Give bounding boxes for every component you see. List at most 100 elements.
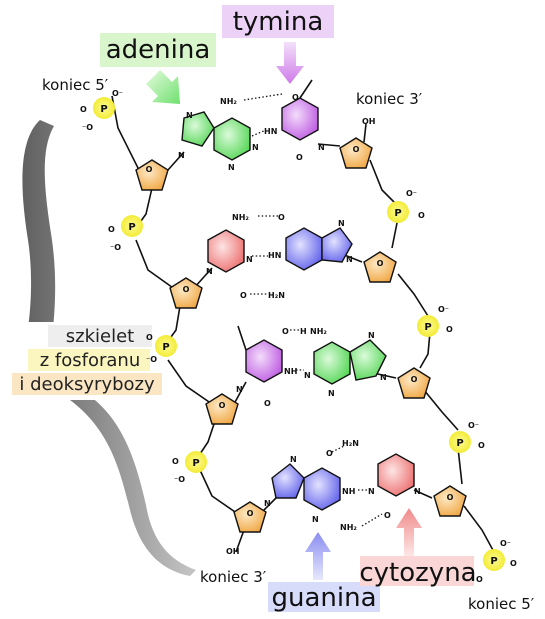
deoxyribose-sugar: O xyxy=(433,485,467,517)
cytosine-label-highlight xyxy=(360,556,474,586)
svg-text:O: O xyxy=(108,225,115,234)
adenine-label: adenina xyxy=(106,35,211,65)
svg-text:N: N xyxy=(368,487,375,496)
guanine-label-highlight xyxy=(268,582,380,612)
svg-text:O: O xyxy=(278,213,285,222)
cytosine-label: cytozyna xyxy=(359,558,476,588)
svg-text:P: P xyxy=(192,458,199,469)
adenine-arrow xyxy=(146,70,180,104)
adenine-base: N N N N NH₂ xyxy=(178,97,259,172)
svg-text:NH: NH xyxy=(284,367,297,376)
hydrogen-bond xyxy=(243,93,283,101)
svg-text:O⁻: O⁻ xyxy=(500,539,511,548)
phosphate-group: P O⁻ ⁻O O xyxy=(80,89,123,132)
svg-text:HN: HN xyxy=(268,251,281,260)
svg-text:NH₂: NH₂ xyxy=(220,97,237,106)
end3-top-label: koniec 3′ xyxy=(356,90,423,108)
svg-text:N: N xyxy=(380,373,387,382)
svg-text:O: O xyxy=(146,333,153,342)
svg-text:O⁻: O⁻ xyxy=(468,421,479,430)
backbone-label-line1-highlight xyxy=(48,325,152,347)
svg-text:P: P xyxy=(100,104,107,115)
phosphate-group: P O⁻ O O xyxy=(476,539,517,584)
svg-text:NH₂: NH₂ xyxy=(340,523,357,532)
guanine-base: O HN H₂N N N xyxy=(268,213,353,300)
svg-text:NH₂: NH₂ xyxy=(310,327,327,336)
svg-text:⁻O: ⁻O xyxy=(110,243,121,252)
svg-text:N: N xyxy=(178,151,185,160)
svg-text:N: N xyxy=(236,385,243,394)
svg-text:O: O xyxy=(219,401,226,410)
svg-text:N: N xyxy=(312,515,319,524)
svg-text:P: P xyxy=(162,342,169,353)
svg-text:⁻O: ⁻O xyxy=(146,355,157,364)
adenine-label-highlight xyxy=(100,33,216,67)
svg-text:O: O xyxy=(377,259,384,268)
phosphate-group: P O ⁻O xyxy=(108,215,143,252)
guanine-arrow xyxy=(305,532,331,580)
cytosine-base: H₂N N O N xyxy=(342,439,421,520)
svg-text:P: P xyxy=(394,208,401,219)
svg-text:H₂N: H₂N xyxy=(268,291,285,300)
svg-text:N: N xyxy=(228,163,235,172)
end5-bottom-label: koniec 5′ xyxy=(468,595,535,613)
svg-text:O: O xyxy=(478,441,485,450)
end5-top-label: koniec 5′ xyxy=(42,76,109,94)
svg-text:⁻O: ⁻O xyxy=(82,123,93,132)
deoxyribose-sugar: O xyxy=(397,367,431,399)
svg-text:O: O xyxy=(292,93,299,102)
deoxyribose-sugar: O xyxy=(363,251,397,283)
svg-text:O: O xyxy=(183,285,190,294)
svg-text:N: N xyxy=(368,331,375,340)
hydrogen-bond xyxy=(331,445,345,453)
svg-text:O: O xyxy=(264,399,271,408)
thymine-base: O NH O N xyxy=(236,325,297,408)
backbone-label-line2: z fosforanu xyxy=(40,350,141,371)
phosphate-group: P O ⁻O xyxy=(172,451,207,484)
svg-text:O: O xyxy=(353,145,360,154)
svg-text:N: N xyxy=(318,143,325,152)
svg-text:O⁻: O⁻ xyxy=(406,189,417,198)
thymine-base: O HN O N xyxy=(264,79,325,162)
backbone-label-line2-highlight xyxy=(28,349,150,371)
svg-text:N: N xyxy=(304,371,311,380)
guanine-base: N N N O NH NH₂ xyxy=(264,449,357,532)
svg-text:O: O xyxy=(447,493,454,502)
svg-text:H: H xyxy=(300,327,307,336)
svg-text:N: N xyxy=(252,143,259,152)
backbone-label-line3-highlight xyxy=(12,373,162,395)
svg-text:N: N xyxy=(186,111,193,120)
phosphate-group: P O ⁻O xyxy=(146,333,177,364)
left-strand-bonds xyxy=(111,95,277,553)
deoxyribose-sugar: O xyxy=(169,277,203,309)
backbone-label-line1: szkielet xyxy=(66,326,134,347)
deoxyribose-sugar: O xyxy=(205,393,239,425)
svg-text:O: O xyxy=(384,511,391,520)
svg-text:N: N xyxy=(338,219,345,228)
svg-text:O: O xyxy=(80,105,87,114)
svg-text:N: N xyxy=(264,499,271,508)
cytosine-arrow xyxy=(396,508,422,556)
phosphate-group: P O⁻ O xyxy=(449,421,485,453)
cytosine-base: NH₂ N O N xyxy=(206,213,253,300)
deoxyribose-sugar: O OH xyxy=(226,501,267,556)
svg-text:P: P xyxy=(490,556,497,567)
svg-text:O: O xyxy=(146,165,153,174)
svg-text:O: O xyxy=(172,457,179,466)
svg-text:O: O xyxy=(418,211,425,220)
thymine-label-highlight xyxy=(222,5,334,38)
svg-text:O: O xyxy=(446,325,453,334)
backbone-label-line3: i deoksyrybozy xyxy=(19,374,155,395)
svg-text:P: P xyxy=(456,438,463,449)
svg-text:O: O xyxy=(411,375,418,384)
svg-text:O⁻: O⁻ xyxy=(438,305,449,314)
svg-text:N: N xyxy=(414,487,421,496)
thymine-label: tymina xyxy=(233,7,324,37)
svg-text:NH: NH xyxy=(342,487,355,496)
svg-text:N: N xyxy=(328,389,335,398)
svg-text:N: N xyxy=(346,255,353,264)
svg-text:O: O xyxy=(510,559,517,568)
svg-text:O: O xyxy=(247,509,254,518)
end3-bottom-label: koniec 3′ xyxy=(200,568,267,586)
